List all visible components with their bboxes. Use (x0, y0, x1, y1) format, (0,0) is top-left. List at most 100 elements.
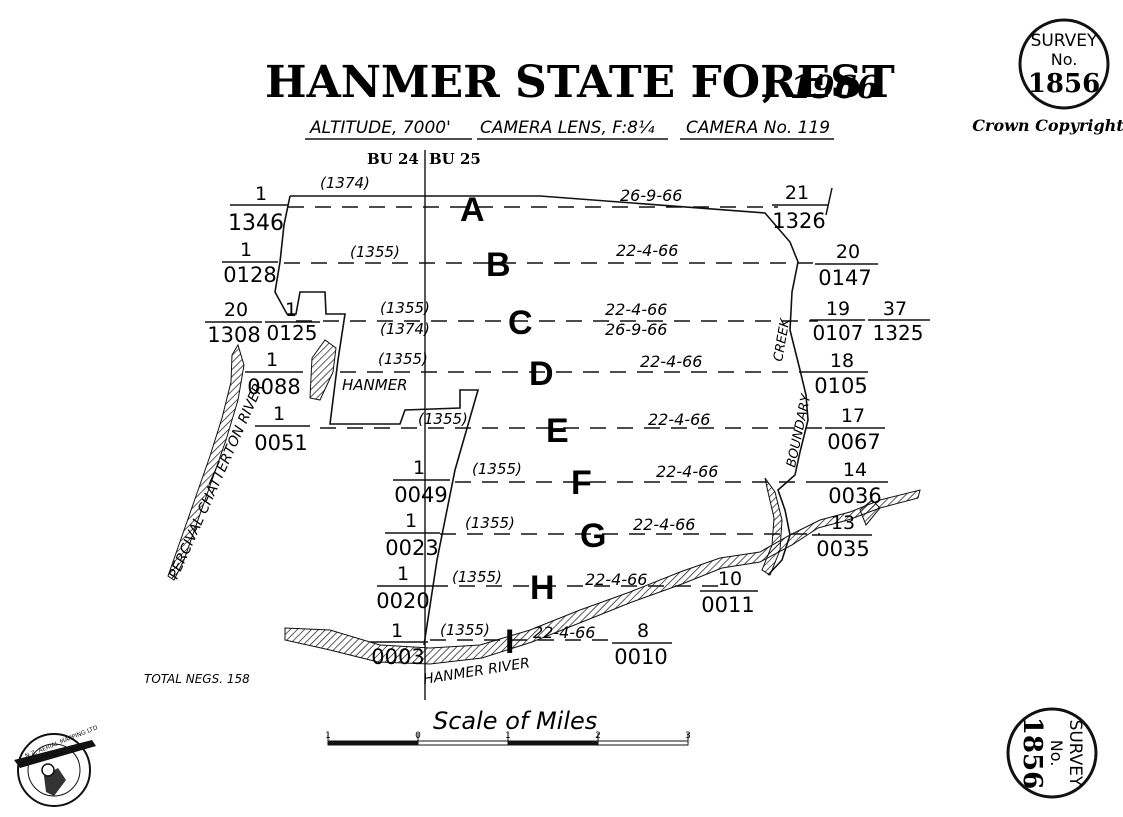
hanmer-river (284, 489, 921, 665)
survey-stamp-number: 1856 (1028, 69, 1100, 99)
end-num-h: 10 (718, 568, 742, 590)
start-frame-a: 1346 (228, 211, 284, 236)
date-a: 26-9-66 (620, 186, 682, 205)
date-d: 22-4-66 (640, 352, 702, 371)
run-letter-f: F (571, 464, 592, 502)
river-branch-east (859, 499, 881, 526)
start-num-i: 1 (391, 620, 403, 642)
flight-run-lines (284, 206, 830, 641)
bracket-i: (1355) (440, 621, 490, 639)
end-frame-f: 0036 (828, 484, 881, 508)
run-letter-a: A (460, 191, 485, 229)
end-num-e: 17 (841, 405, 865, 427)
scale-title: Scale of Miles (433, 707, 597, 735)
survey-stamp-bottom: SURVEY No. 1856 (1006, 707, 1098, 799)
end-frame-b: 0147 (818, 266, 871, 290)
camera-lens-label: CAMERA LENS, F:8¼ (480, 118, 655, 138)
end-frame-c: 0107 (813, 321, 864, 345)
scale-bar: 1 0 1 2 3 (325, 731, 691, 746)
run-end-fractions: 21 1326 20 0147 19 0107 37 1325 18 0105 … (612, 182, 930, 669)
survey-stamp-line1: SURVEY (1031, 31, 1098, 51)
end-frame-g: 0035 (816, 537, 869, 561)
start-num-h: 1 (397, 563, 409, 585)
end-num-i: 8 (637, 620, 649, 642)
date-g: 22-4-66 (633, 515, 695, 534)
survey-stamp-line2: No. (1051, 50, 1078, 69)
film-roll-labels: (1374) (1355) (1355) (1374) (1355) (1355… (320, 174, 522, 639)
start2-num-c: 1 (285, 299, 297, 321)
start-num-d: 1 (266, 349, 278, 371)
run-letter-i: I (505, 623, 514, 661)
altitude-label: ALTITUDE, 7000' (309, 118, 451, 138)
camera-number-label: CAMERA No. 119 (686, 118, 830, 138)
hanmer-township-area (309, 339, 337, 401)
scale-label-3: 3 (685, 731, 691, 741)
date-c1: 22-4-66 (605, 300, 667, 319)
title-comma: , (762, 61, 775, 106)
survey-stamp-bottom-ring (1006, 707, 1098, 799)
end2-num-c: 37 (883, 298, 907, 320)
end-tick-a (825, 187, 833, 216)
percival-chatterton-river-label: PERCIVAL CHATTERTON RIVER (166, 381, 267, 582)
start-num-b: 1 (240, 239, 252, 261)
bracket-c2: (1374) (380, 320, 430, 338)
survey-stamp-bottom-line2: No. (1047, 740, 1066, 767)
scale-segment-neg1 (328, 741, 418, 745)
end-frame-a: 1326 (772, 209, 825, 233)
run-letter-g: G (580, 517, 606, 555)
bracket-c1: (1355) (380, 299, 430, 317)
bracket-g: (1355) (465, 514, 515, 532)
date-i: 22-4-66 (533, 623, 595, 642)
creek-label: CREEK (771, 316, 794, 362)
scale-segment-2 (508, 741, 598, 745)
start-frame-g: 0023 (385, 536, 438, 560)
end-frame-d: 0105 (814, 374, 867, 398)
end-num-g: 13 (831, 512, 855, 534)
end-num-a: 21 (785, 182, 809, 204)
date-b: 22-4-66 (616, 241, 678, 260)
run-letter-c: C (508, 304, 533, 342)
start-frame-e: 0051 (254, 431, 307, 455)
run-start-fractions: 1 1346 1 0128 20 1308 1 0125 1 0088 1 00… (205, 183, 450, 669)
date-e: 22-4-66 (648, 410, 710, 429)
end-num-d: 18 (830, 350, 854, 372)
grid-label-bu24: BU 24 (367, 150, 419, 168)
end2-frame-c: 1325 (873, 321, 924, 345)
bracket-a: (1374) (320, 174, 370, 192)
forest-boundary-west (274, 195, 480, 646)
bracket-f: (1355) (472, 460, 522, 478)
start-num-a: 1 (255, 183, 267, 205)
start-frame-f: 0049 (394, 483, 447, 507)
bracket-b: (1355) (350, 243, 400, 261)
scale-label-neg1: 1 (325, 731, 331, 741)
start-num-f: 1 (413, 457, 425, 479)
logo-lens-icon (41, 763, 55, 777)
survey-stamp-bottom-number: 1856 (1017, 717, 1047, 789)
percival-chatterton-river (167, 343, 245, 581)
nz-aerial-mapping-logo: N.Z. AERIAL MAPPING LTD (14, 724, 99, 807)
survey-stamp-top (1018, 18, 1110, 110)
date-f: 22-4-66 (656, 462, 718, 481)
flight-date-labels: 26-9-66 22-4-66 22-4-66 26-9-66 22-4-66 … (533, 186, 718, 642)
end-frame-e: 0067 (827, 430, 880, 454)
start-frame-c: 1308 (207, 323, 260, 347)
forest-boundary-east (290, 195, 809, 576)
scale-label-1: 1 (505, 731, 511, 741)
end-frame-i: 0010 (614, 645, 667, 669)
start-num-c: 20 (224, 299, 248, 321)
start-frame-h: 0020 (376, 589, 429, 613)
run-letter-e: E (546, 412, 569, 450)
date-c2: 26-9-66 (605, 320, 667, 339)
logo-wing-icon (14, 740, 96, 768)
scale-label-2: 2 (595, 731, 601, 741)
run-letter-d: D (529, 355, 554, 393)
total-negs-label: TOTAL NEGS. 158 (144, 672, 250, 686)
start-frame-d: 0088 (247, 375, 300, 399)
run-letter-b: B (486, 246, 511, 284)
bracket-e: (1355) (418, 410, 468, 428)
grid-label-bu25: BU 25 (429, 150, 481, 168)
date-h: 22-4-66 (585, 570, 647, 589)
boundary-label: BOUNDARY (784, 392, 814, 469)
